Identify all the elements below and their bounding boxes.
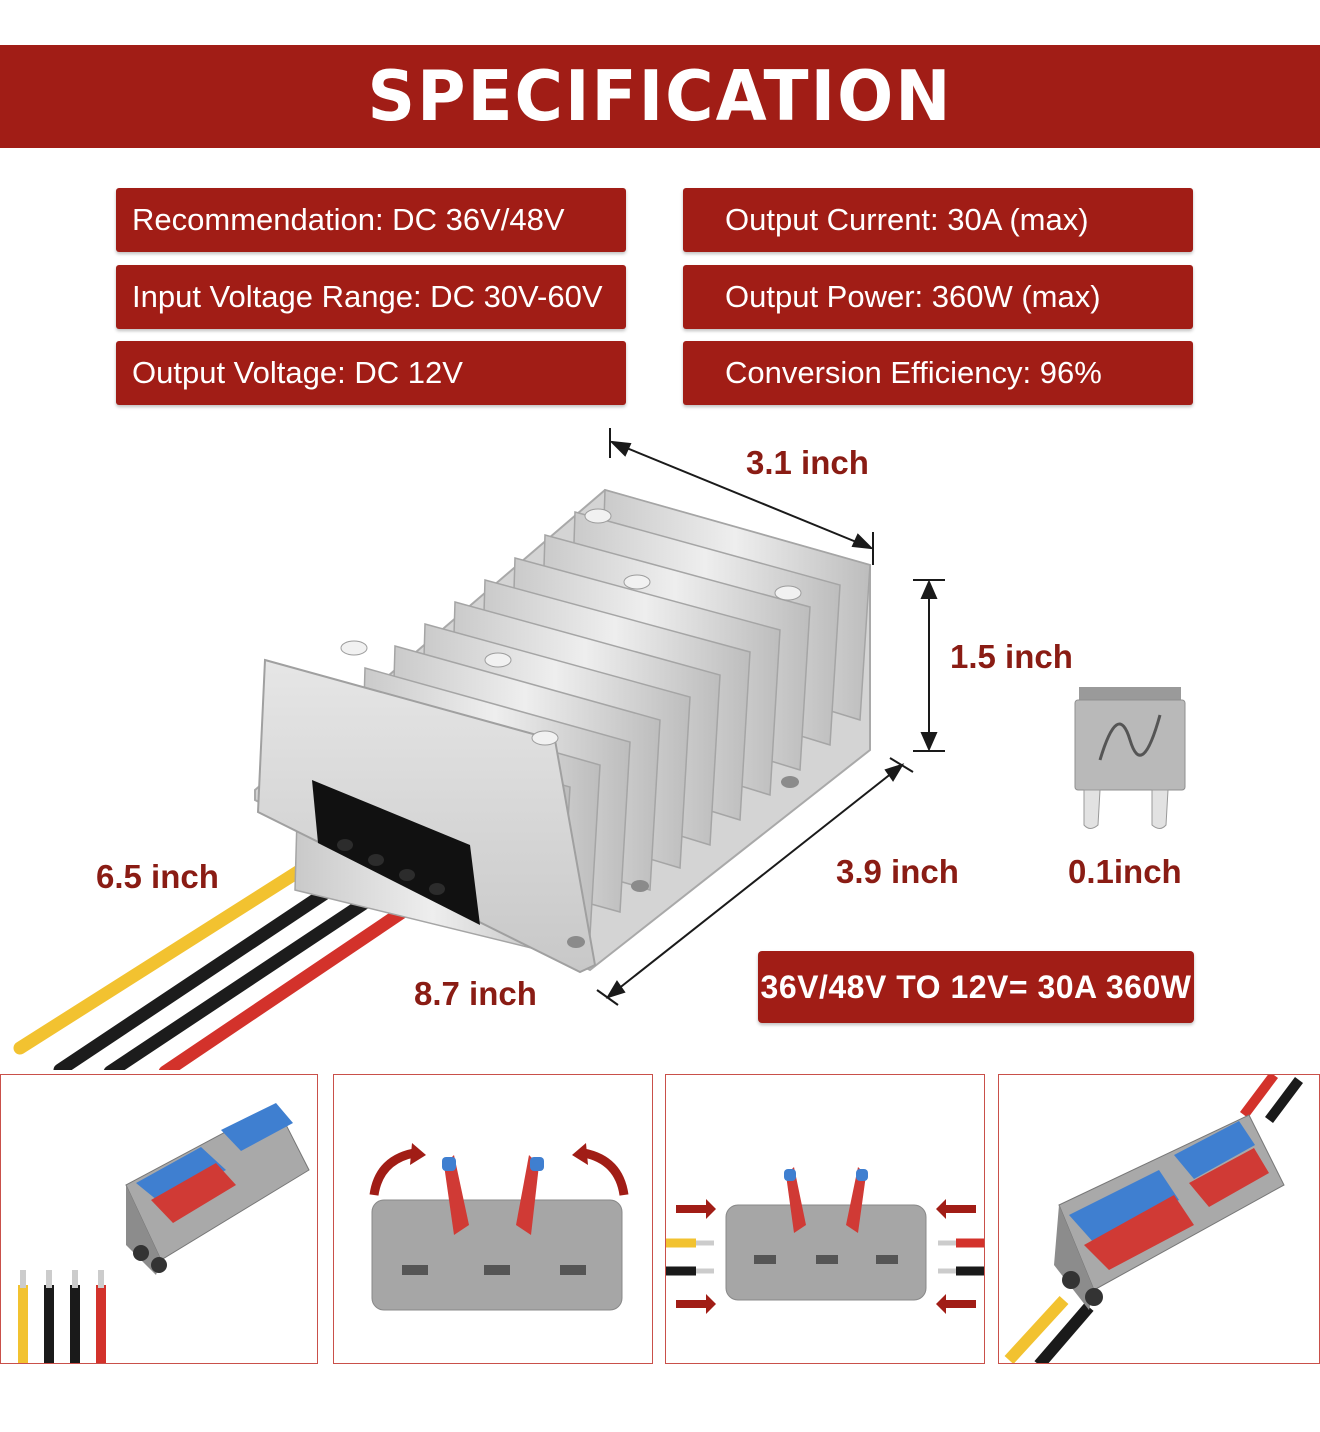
connector-panel-4: [998, 1074, 1320, 1364]
connector-icon: [666, 1167, 984, 1314]
heatsink-body: [254, 488, 871, 974]
converter-illustration: [13, 428, 1186, 1070]
spec-input-voltage: Input Voltage Range: DC 30V-60V: [116, 265, 626, 329]
dimension-lines: [596, 428, 945, 1006]
dimension-width-label: 3.9 inch: [836, 853, 959, 890]
banner-title: SPECIFICATION: [367, 56, 953, 137]
dimension-cable-label: 6.5 inch: [96, 858, 219, 895]
model-badge: 36V/48V TO 12V= 30A 360W: [758, 951, 1194, 1023]
spec-efficiency: Conversion Efficiency: 96%: [683, 341, 1193, 405]
spec-output-voltage: Output Voltage: DC 12V: [116, 341, 626, 405]
connector-icon: [1004, 1075, 1303, 1363]
connector-icon: [369, 1143, 629, 1311]
connector-panel-2: [333, 1074, 653, 1364]
spec-output-current: Output Current: 30A (max): [683, 188, 1193, 252]
connector-icon: [18, 1103, 310, 1363]
spec-output-power: Output Power: 360W (max): [683, 265, 1193, 329]
dimension-fuse-label: 0.1inch: [1068, 853, 1182, 890]
dimension-length-label: 3.1 inch: [746, 444, 869, 481]
dimension-height-label: 1.5 inch: [950, 638, 1073, 675]
connector-panel-1: [0, 1074, 318, 1364]
connector-panel-3: [665, 1074, 985, 1364]
spec-recommendation: Recommendation: DC 36V/48V: [116, 188, 626, 252]
fuse-icon: [1074, 687, 1186, 829]
specification-banner: SPECIFICATION: [0, 45, 1320, 148]
dimension-cable-total-label: 8.7 inch: [414, 975, 537, 1012]
